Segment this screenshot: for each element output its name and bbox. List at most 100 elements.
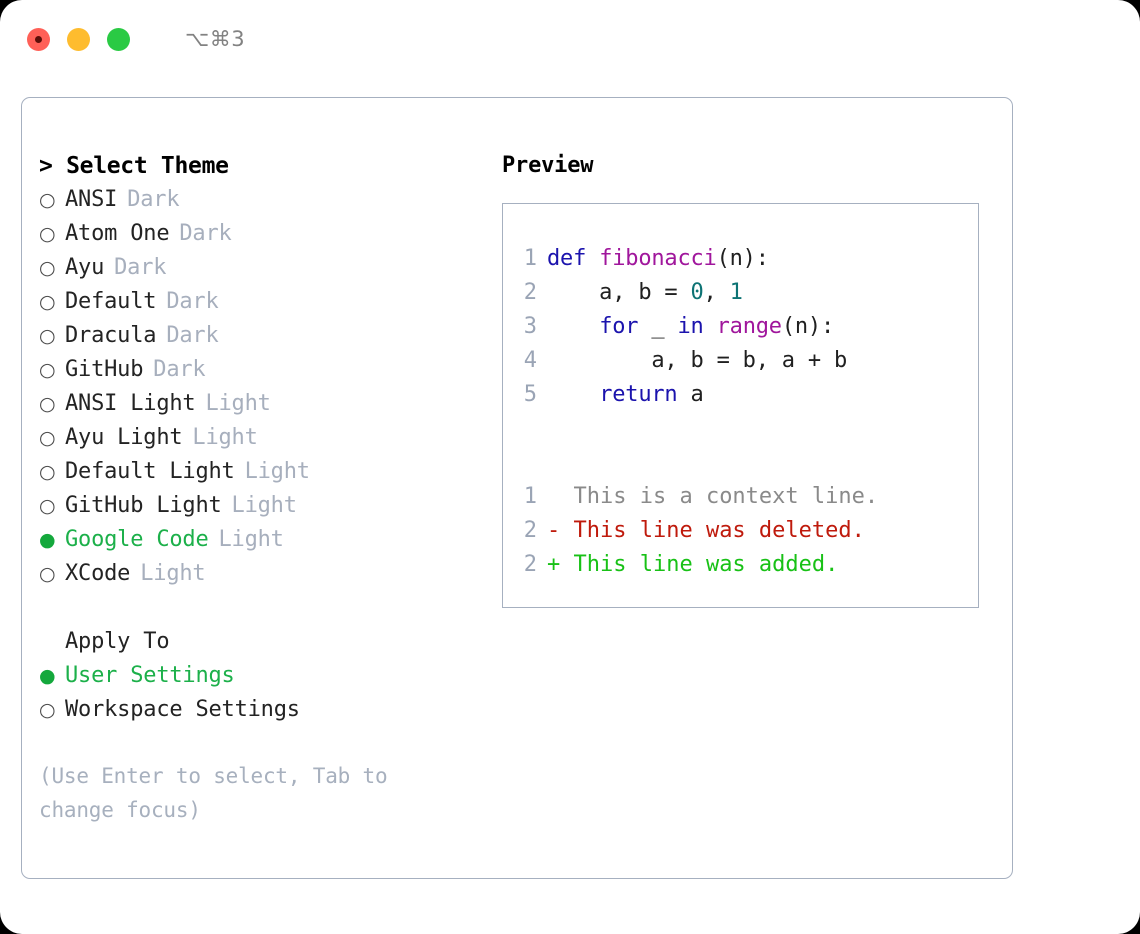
theme-option-label: Default [65, 289, 157, 314]
theme-option-tag: Light [205, 391, 271, 416]
theme-option-label: GitHub Light [65, 493, 222, 518]
theme-option-label: ANSI [65, 187, 118, 212]
apply-to-option-user-settings[interactable]: ● User Settings [39, 659, 489, 693]
code-token-plain [547, 314, 599, 339]
section-spacer [39, 591, 489, 625]
code-line-content: a, b = 0, 1 [547, 276, 743, 310]
radio-unselected-icon: ○ [39, 189, 56, 211]
code-token-num: 1 [729, 280, 743, 305]
theme-option-tag: Dark [179, 221, 232, 246]
diff-line-added: 2+ This line was added. [503, 548, 978, 582]
apply-to-heading: ○ Apply To [39, 625, 489, 659]
code-line-number: 2 [523, 280, 537, 305]
code-token-plain: _ [638, 314, 678, 339]
diff-line-content: This line was added. [560, 552, 839, 577]
code-line-number: 1 [523, 246, 537, 271]
code-token-plain: (n): [716, 246, 769, 271]
code-token-fn: range [716, 314, 782, 339]
keyboard-hint-text: (Use Enter to select, Tab to change focu… [39, 764, 388, 822]
code-token-kw: for [599, 314, 639, 339]
radio-unselected-icon: ○ [39, 393, 56, 415]
theme-option-label: Dracula [65, 323, 157, 348]
preview-title: Preview [502, 153, 594, 178]
minimize-button[interactable] [67, 27, 90, 51]
theme-option-tag: Dark [153, 357, 206, 382]
theme-option-xcode[interactable]: ○ XCode Light [39, 557, 489, 591]
theme-option-tag: Dark [166, 323, 219, 348]
theme-option-label: ANSI Light [65, 391, 196, 416]
code-line-number: 5 [523, 382, 537, 407]
zoom-button[interactable] [107, 27, 130, 51]
code-token-plain [547, 382, 599, 407]
close-button[interactable] [27, 27, 50, 51]
select-theme-title: > Select Theme [39, 153, 229, 179]
code-token-kw: return [599, 382, 678, 407]
theme-option-tag: Dark [127, 187, 180, 212]
radio-selected-icon: ● [39, 529, 56, 551]
apply-to-option-label: User Settings [65, 663, 235, 688]
diff-line-number: 2 [523, 518, 537, 543]
theme-option-tag: Light [140, 561, 206, 586]
theme-option-ansi[interactable]: ○ ANSI Dark [39, 183, 489, 217]
radio-unselected-icon: ○ [39, 325, 56, 347]
code-line: 5 return a [503, 378, 978, 412]
diff-marker [547, 480, 560, 514]
code-line-content: a, b = b, a + b [547, 344, 847, 378]
radio-unselected-icon: ○ [39, 359, 56, 381]
code-line: 1 def fibonacci(n): [503, 242, 978, 276]
code-token-plain: , [703, 280, 730, 305]
diff-marker: - [547, 518, 561, 543]
diff-sample: 1 This is a context line. 2- This line wa… [503, 480, 978, 582]
radio-unselected-icon: ○ [39, 563, 56, 585]
theme-option-label: Ayu Light [65, 425, 183, 450]
theme-option-label: GitHub [65, 357, 144, 382]
code-token-fn: fibonacci [599, 246, 717, 271]
code-token-plain [704, 314, 717, 339]
radio-unselected-icon: ○ [39, 257, 56, 279]
radio-selected-icon: ● [39, 665, 56, 687]
keyboard-shortcut-label: ⌥⌘3 [185, 27, 246, 51]
diff-line-content: This is a context line. [560, 484, 879, 509]
preview-spacer [503, 412, 978, 446]
code-token-plain: (n): [781, 314, 835, 339]
code-token-plain: a [677, 382, 704, 407]
theme-option-dracula[interactable]: ○ Dracula Dark [39, 319, 489, 353]
diff-line-deleted: 2- This line was deleted. [503, 514, 978, 548]
apply-to-option-label: Workspace Settings [65, 697, 300, 722]
diff-line-number: 1 [523, 484, 537, 509]
theme-option-label: XCode [65, 561, 131, 586]
diff-marker: + [547, 552, 561, 577]
radio-unselected-icon: ○ [39, 427, 56, 449]
theme-option-label: Google Code [65, 527, 209, 552]
code-line: 2 a, b = 0, 1 [503, 276, 978, 310]
theme-option-tag: Dark [114, 255, 167, 280]
title-bar: ⌥⌘3 [0, 0, 1140, 78]
radio-unselected-icon: ○ [39, 699, 56, 721]
code-line-number: 4 [523, 348, 537, 373]
code-token-num: 0 [690, 280, 704, 305]
code-line-content: return a [547, 378, 704, 412]
radio-unselected-icon: ○ [39, 223, 56, 245]
radio-unselected-icon: ○ [39, 291, 56, 313]
radio-unselected-icon: ○ [39, 461, 56, 483]
apply-to-label: Apply To [65, 629, 170, 654]
theme-option-tag: Light [244, 459, 310, 484]
theme-option-github[interactable]: ○ GitHub Dark [39, 353, 489, 387]
apply-to-option-workspace-settings[interactable]: ○ Workspace Settings [39, 693, 489, 727]
code-line-content: def fibonacci(n): [547, 242, 769, 276]
code-token-plain: a, b = [547, 280, 691, 305]
apply-to-option-list: ● User Settings ○ Workspace Settings [39, 659, 489, 727]
theme-option-ansi-light[interactable]: ○ ANSI Light Light [39, 387, 489, 421]
